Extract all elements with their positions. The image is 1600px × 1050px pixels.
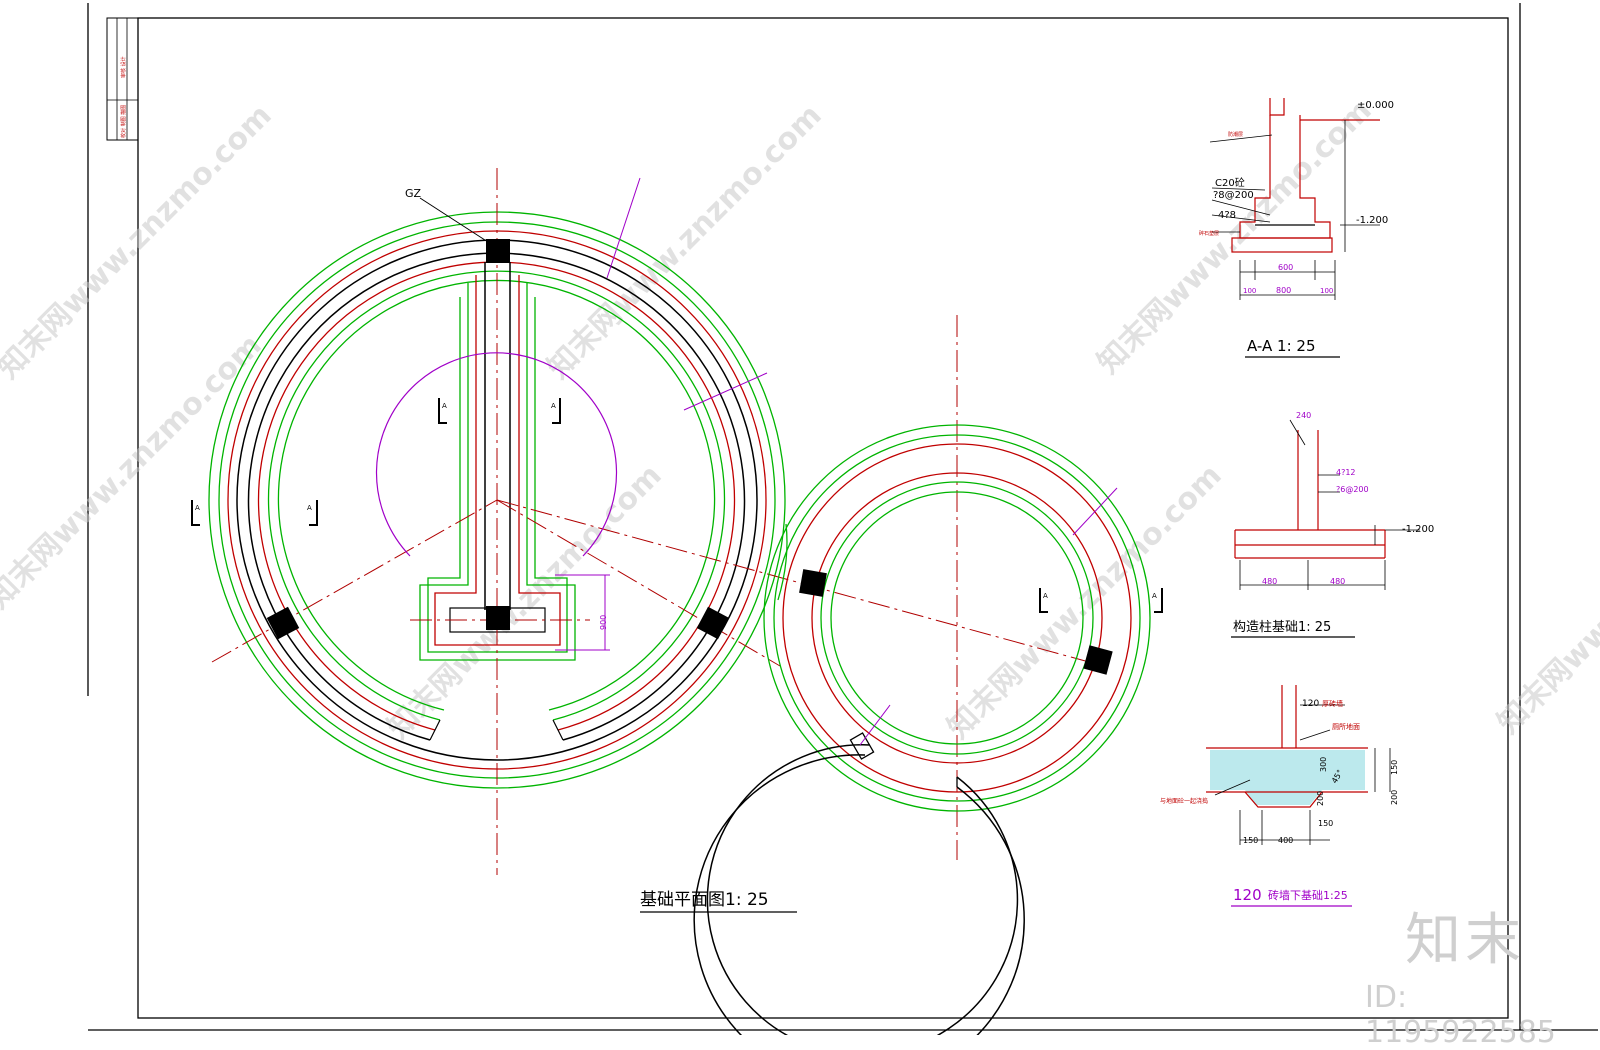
column-gz bbox=[486, 239, 510, 263]
wall-label-text: 厚砖墙 bbox=[1322, 699, 1343, 708]
column-gz bbox=[799, 569, 827, 597]
col-dim-240: 240 bbox=[1296, 411, 1311, 420]
column-gz bbox=[266, 606, 300, 640]
dim-600: 600 bbox=[1278, 263, 1293, 272]
title-block: 审核 设计 校对 制图 描图 bbox=[106, 17, 139, 141]
section-aa-title: A-A 1: 25 bbox=[1247, 337, 1316, 355]
label-main-bar: 4?8 bbox=[1218, 210, 1236, 221]
dim-200-right: 200 bbox=[1390, 790, 1399, 805]
connector-curve bbox=[777, 523, 788, 601]
section-label: A bbox=[551, 402, 556, 410]
dim-150-right: 150 bbox=[1390, 760, 1399, 775]
gz-leader: GZ bbox=[405, 187, 489, 243]
section-label: A bbox=[1043, 592, 1048, 600]
wall-foundation-detail: 120 厚砖墙 厕所地面 与地面砼一起浇捣 300 45° 200 150 20… bbox=[1160, 685, 1399, 907]
title-block-row2: 校对 制图 描图 bbox=[120, 105, 127, 138]
section-markers bbox=[191, 398, 1163, 613]
plan-title: 基础平面图1: 25 bbox=[640, 890, 769, 910]
ring-ends bbox=[429, 719, 564, 741]
wall-foundation-title-text: 砖墙下基础1:25 bbox=[1268, 888, 1348, 902]
dimension-marks bbox=[555, 177, 1118, 746]
wall-foundation-title-num: 120 bbox=[1233, 886, 1262, 904]
watermark-text: 知末网www.znzmo.com bbox=[941, 458, 1229, 746]
col-dim-right: 480 bbox=[1330, 577, 1345, 586]
section-label: A bbox=[442, 402, 447, 410]
dim-800: 800 bbox=[1276, 286, 1291, 295]
column-markers bbox=[266, 239, 1113, 675]
column-gz bbox=[696, 606, 730, 640]
col-bar-stirrup: ?6@200 bbox=[1336, 485, 1369, 494]
label-stirrup: ?8@200 bbox=[1213, 190, 1254, 201]
dim-200: 200 bbox=[1316, 791, 1325, 806]
brand-id: ID: 1195922585 bbox=[1365, 980, 1556, 1050]
pour-label: 与地面砼一起浇捣 bbox=[1160, 797, 1208, 805]
drawing-frame bbox=[87, 3, 1598, 1031]
col-elev: -1.200 bbox=[1402, 524, 1434, 535]
dim-100-left: 100 bbox=[1243, 287, 1256, 295]
foundation-plan: GZ 900 A A A A A A bbox=[191, 168, 1163, 1035]
dim-300: 300 bbox=[1319, 757, 1328, 772]
dim-150-left: 150 bbox=[1243, 836, 1258, 845]
watermark-text: 知末网www.znzmo.com bbox=[381, 458, 669, 746]
gz-label: GZ bbox=[405, 187, 422, 200]
col-bar-main: 4?12 bbox=[1336, 468, 1356, 477]
wall-label-num: 120 bbox=[1302, 699, 1319, 709]
col-dim-left: 480 bbox=[1262, 577, 1277, 586]
title-block-row1: 审核 设计 bbox=[120, 56, 127, 78]
watermark-text: 知末网www.znzmo.com bbox=[1491, 453, 1600, 741]
section-labels: A A A A A A bbox=[195, 402, 1157, 600]
column-gz bbox=[486, 606, 510, 630]
section-aa-detail: ±0.000 -1.200 C20砼 ?8@200 4?8 防潮层 碎石垫层 6… bbox=[1199, 98, 1394, 358]
column-foundation-detail: 240 4?12 ?6@200 -1.200 480 480 构造柱基础1: 2… bbox=[1231, 411, 1434, 638]
elev-bottom: -1.200 bbox=[1356, 215, 1388, 226]
section-label: A bbox=[1152, 592, 1157, 600]
watermark-text: 知末网www.znzmo.com bbox=[541, 98, 829, 386]
section-label: A bbox=[195, 504, 200, 512]
label-cushion: 碎石垫层 bbox=[1199, 230, 1219, 237]
angle-arc bbox=[375, 352, 618, 557]
dim-150-bottom: 150 bbox=[1318, 819, 1333, 828]
dim-900: 900 bbox=[599, 615, 608, 630]
dim-400: 400 bbox=[1278, 836, 1293, 845]
brand-logo: 知末 bbox=[1405, 908, 1525, 973]
label-concrete: C20砼 bbox=[1215, 176, 1245, 189]
floor-label: 厕所地面 bbox=[1332, 722, 1360, 731]
section-label: A bbox=[307, 504, 312, 512]
label-moisture: 防潮层 bbox=[1228, 131, 1243, 138]
small-ring bbox=[693, 424, 1151, 1035]
column-gz bbox=[1083, 645, 1113, 675]
elev-top: ±0.000 bbox=[1357, 100, 1394, 111]
column-foundation-title: 构造柱基础1: 25 bbox=[1233, 620, 1331, 635]
dim-100-right: 100 bbox=[1320, 287, 1333, 295]
